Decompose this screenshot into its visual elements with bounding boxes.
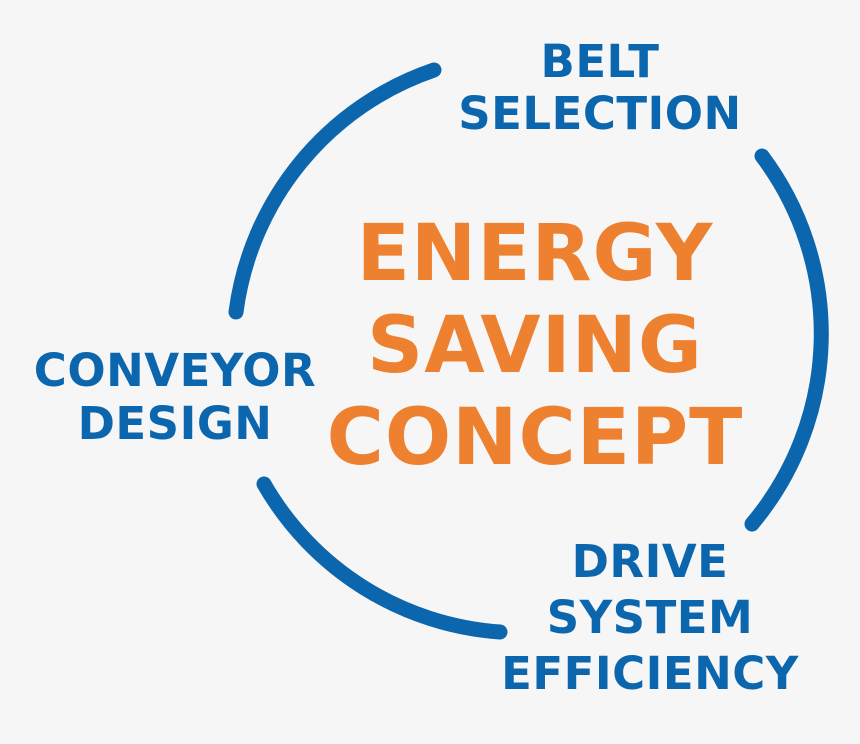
belt-selection-label: BELT SELECTION — [440, 36, 760, 140]
arc-right — [744, 148, 829, 532]
conveyor-design-label: CONVEYOR DESIGN — [10, 344, 340, 450]
conveyor-design-line-1: CONVEYOR — [33, 344, 317, 397]
drive-system-line-3: EFFICIENCY — [501, 647, 799, 700]
center-title-line-2: SAVING — [367, 301, 703, 391]
arc-bottom-left — [256, 476, 508, 640]
center-title-line-1: ENERGY — [356, 209, 714, 299]
drive-system-line-1: DRIVE — [571, 535, 729, 588]
center-title-line-3: CONCEPT — [326, 393, 744, 483]
conveyor-design-line-2: DESIGN — [77, 397, 273, 450]
center-title: ENERGY SAVING CONCEPT — [300, 208, 770, 484]
arc-top-left — [228, 62, 442, 320]
drive-system-efficiency-label: DRIVE SYSTEM EFFICIENCY — [470, 534, 830, 702]
belt-selection-line-2: SELECTION — [458, 87, 742, 140]
belt-selection-line-1: BELT — [540, 35, 660, 88]
drive-system-line-2: SYSTEM — [546, 591, 754, 644]
